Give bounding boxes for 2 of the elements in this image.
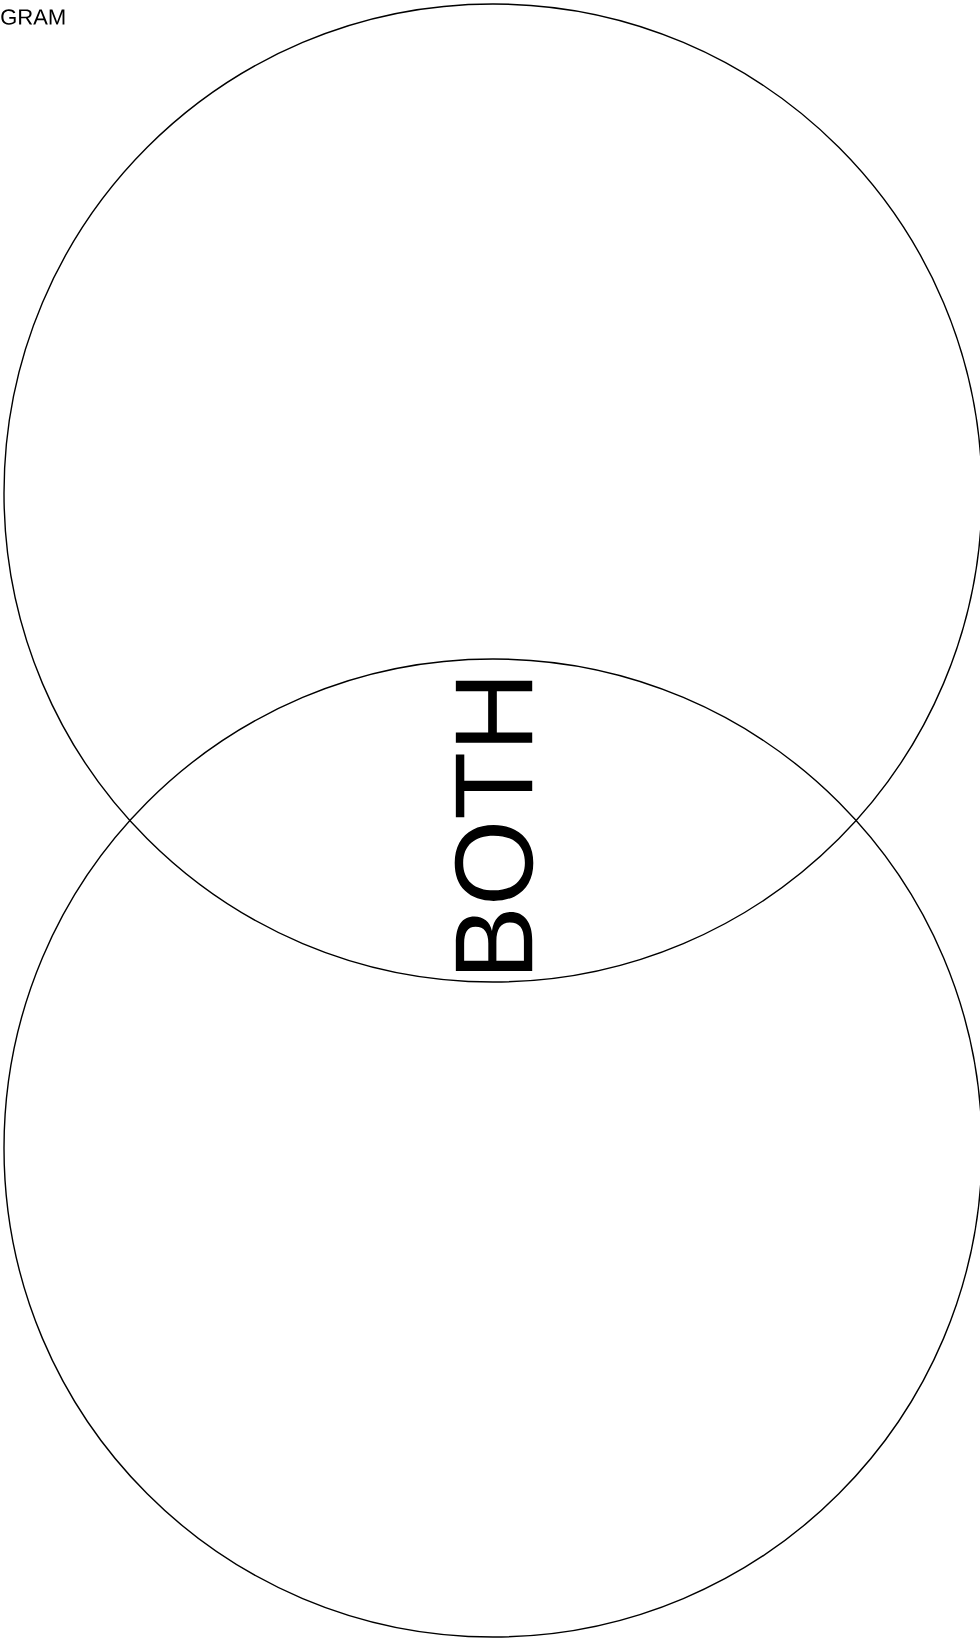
overlap-label: BOTH xyxy=(454,680,534,972)
heading-text: GRAM xyxy=(1,9,65,25)
